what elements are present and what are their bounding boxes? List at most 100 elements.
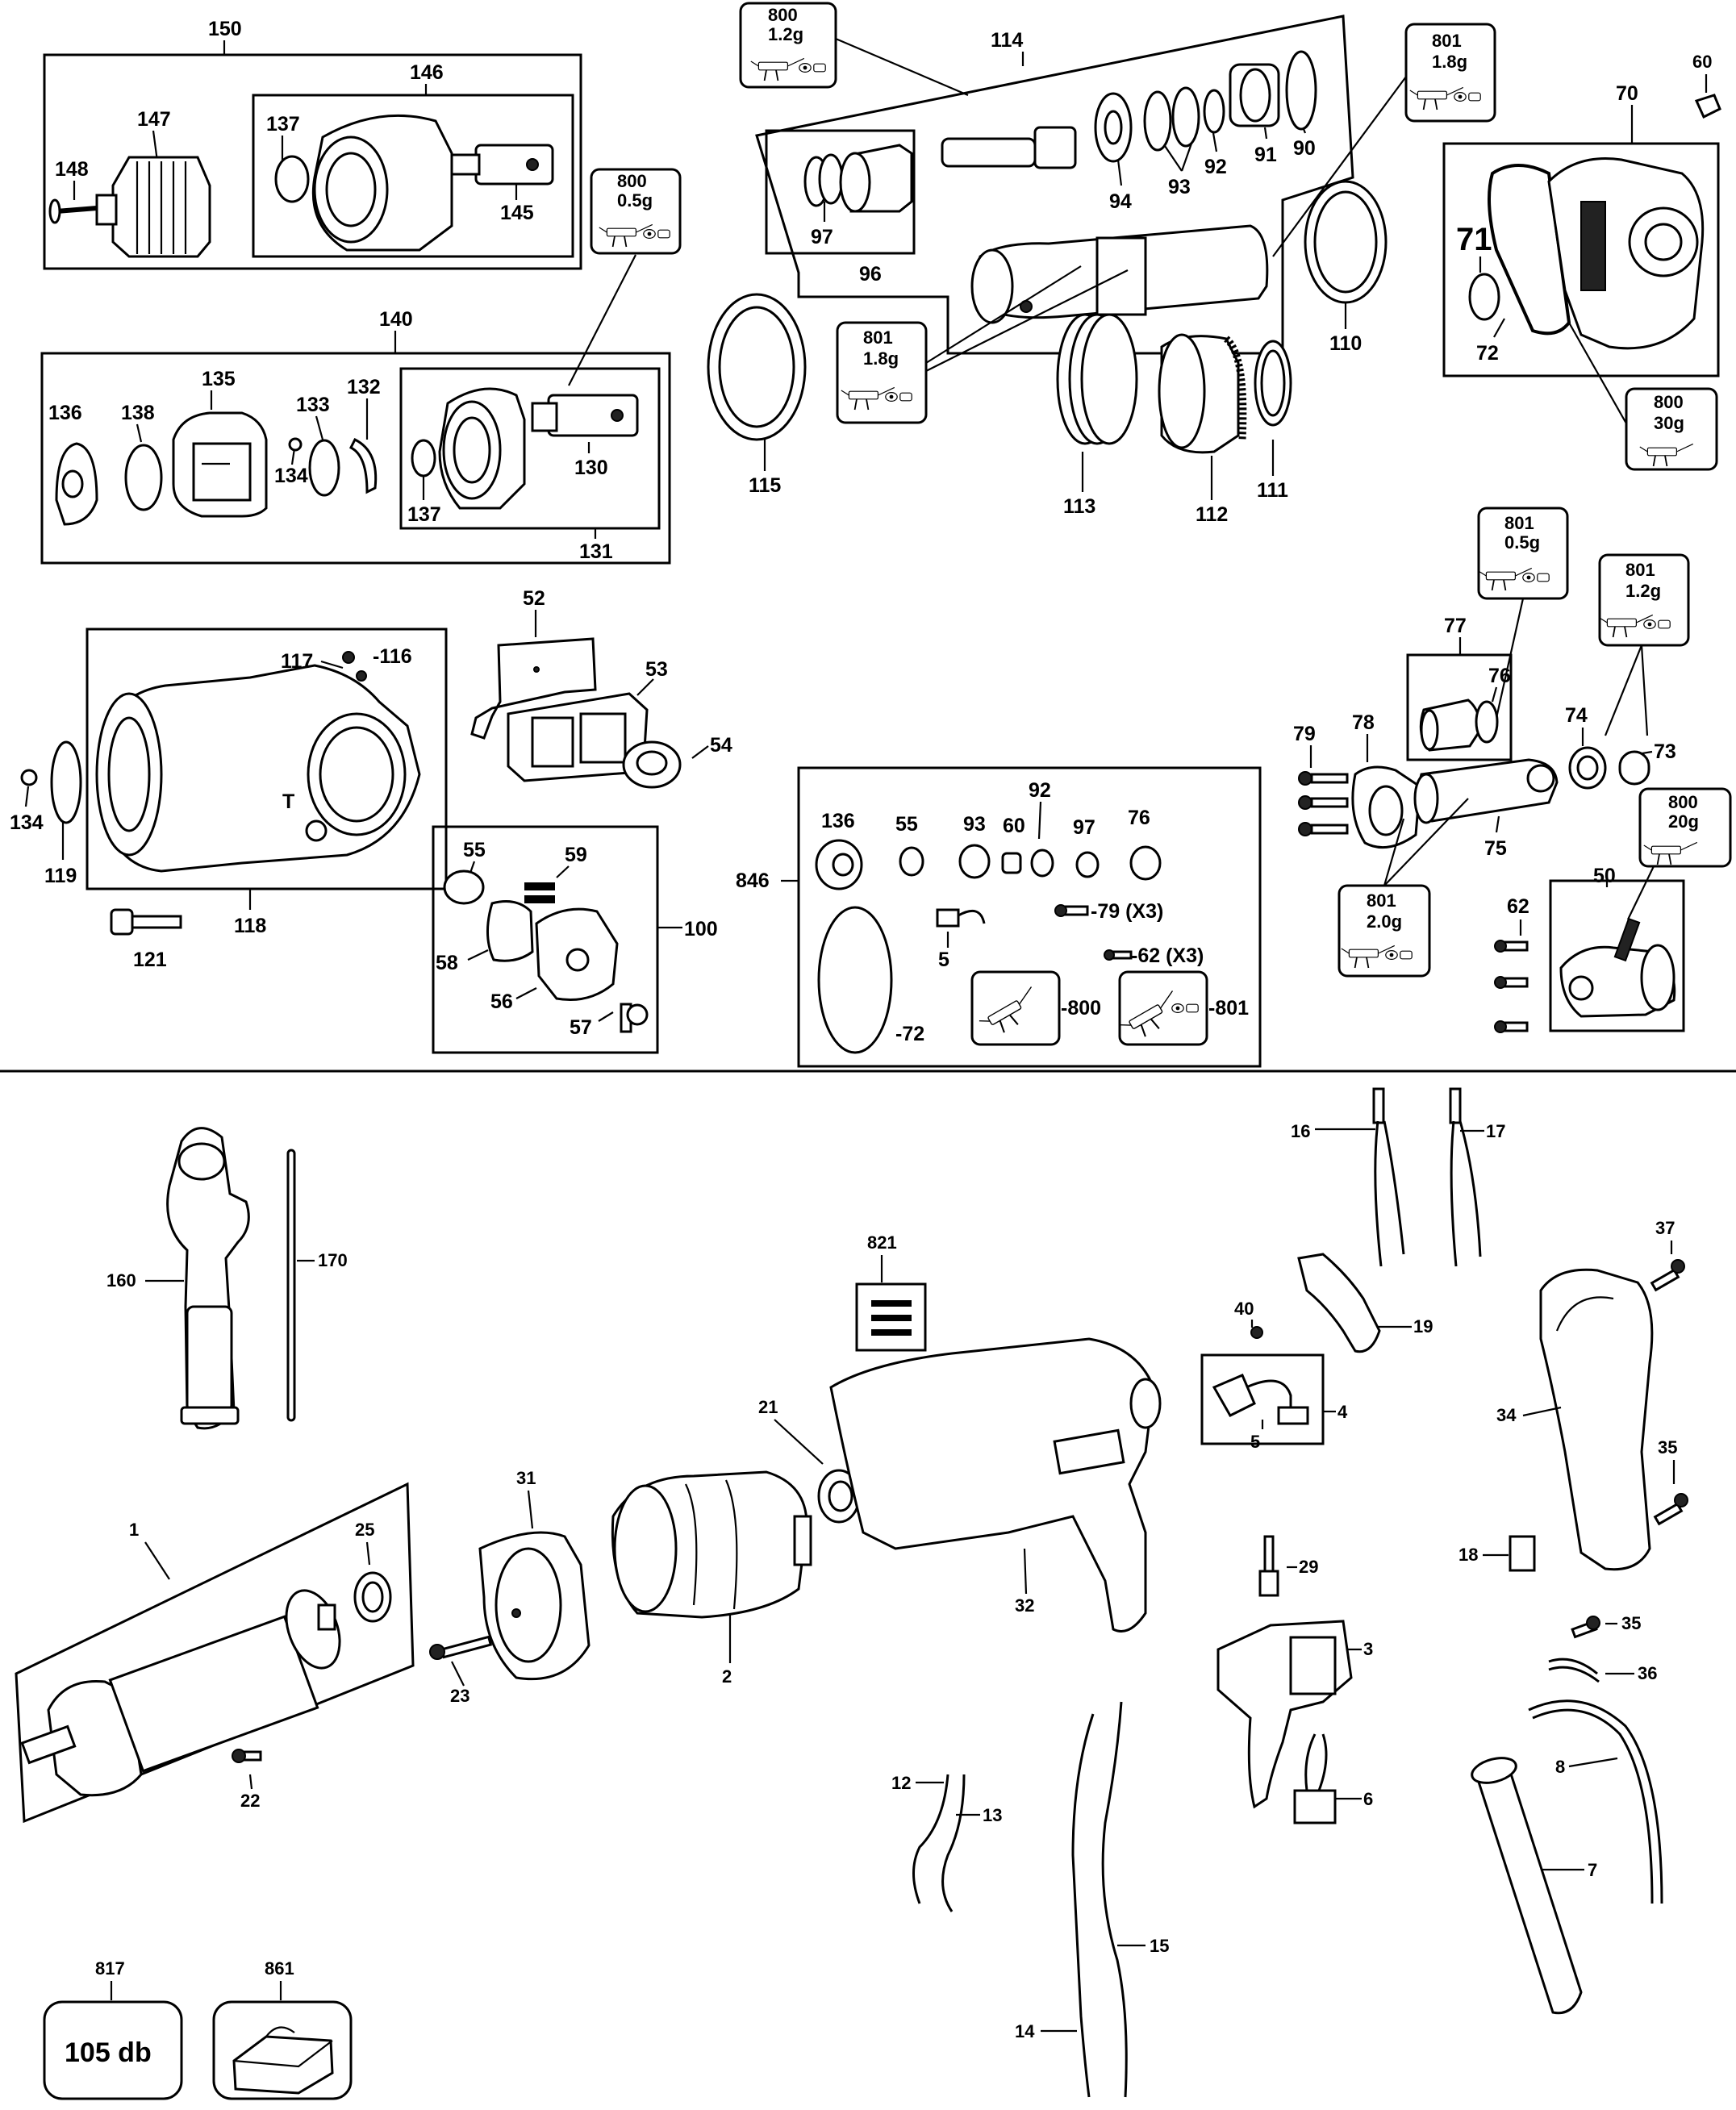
part-97-ring-set (803, 153, 844, 207)
group-96-box (765, 129, 916, 255)
part-1-armature (20, 1589, 341, 1797)
part-label-846: 846 (736, 869, 770, 892)
part-label-21: 21 (758, 1397, 778, 1417)
part-92-o-ring (1203, 89, 1225, 134)
part-label-100: 100 (684, 918, 718, 940)
part-label-160: 160 (106, 1270, 136, 1291)
part-62-kit-screw (1104, 949, 1133, 961)
part-label-134-b: 134 (10, 811, 44, 834)
part-136-kit-nose (815, 839, 863, 890)
part-label-93: 93 (1168, 176, 1191, 198)
group-77-box (1406, 653, 1513, 761)
part-label-114: 114 (991, 29, 1023, 52)
part-label-75: 75 (1484, 837, 1507, 860)
part-36-cord-clamp (1548, 1658, 1600, 1683)
part-55-ring (443, 869, 485, 905)
part-19-brush-holder-bracket (1297, 1253, 1381, 1353)
group-1-armature: 1 25 (15, 1482, 415, 1824)
part-label-3: 3 (1363, 1639, 1373, 1659)
group-70-gear-case: 60 70 71 72 (1442, 52, 1721, 377)
part-label-25: 25 (355, 1520, 374, 1540)
group-150-keyless-chuck: 150 146 147 148 137 145 (43, 18, 582, 270)
part-93-rings (1143, 86, 1200, 152)
grease-801-1-8g-left: 801 1.8g (836, 265, 1129, 424)
grease-quantity: 0.5g (617, 190, 653, 211)
part-130-spindle (531, 394, 639, 437)
grease-800-30g: 800 30g (1568, 322, 1718, 471)
part-55-kit-ring (899, 846, 924, 877)
part-label-71: 71 (1456, 222, 1492, 257)
part-label-5: 5 (938, 949, 949, 971)
part-label-6: 6 (1363, 1789, 1373, 1809)
part-31-fan-baffle (478, 1531, 590, 1681)
part-label-119: 119 (44, 865, 77, 887)
part-18-carbon-brush (1509, 1535, 1536, 1572)
part-label-112: 112 (1196, 503, 1228, 526)
part-137-ring-b (411, 439, 436, 477)
part-label-110: 110 (1329, 332, 1362, 355)
part-label-60: 60 (1692, 52, 1712, 72)
part-110-ring (1304, 180, 1388, 304)
part-label-134: 134 (274, 465, 308, 487)
group-150-box (43, 53, 582, 270)
part-label-22: 22 (240, 1791, 260, 1811)
part-160-side-handle (166, 1127, 250, 1430)
part-32-motor-housing (829, 1337, 1162, 1633)
part-861-carry-case (212, 2000, 353, 2100)
part-label-37: 37 (1655, 1218, 1675, 1238)
group-70-box (1442, 142, 1720, 377)
grease-quantity: 1.2g (1625, 581, 1661, 601)
part-12-13-wires (912, 1774, 966, 1912)
part-79-kit-screw (1054, 904, 1089, 917)
part-label-2: 2 (722, 1666, 732, 1687)
part-label-133: 133 (296, 394, 330, 416)
part-label-800-kit: -800 (1061, 997, 1101, 1020)
part-label-17: 17 (1486, 1121, 1505, 1141)
part-label-31: 31 (516, 1468, 536, 1488)
part-35-screw-b (1571, 1616, 1600, 1639)
part-6-suppressor (1293, 1733, 1337, 1824)
part-22-screw (232, 1749, 262, 1763)
group-100-mode-selector: 55 59 58 56 57 100 (432, 825, 718, 1054)
part-label-15: 15 (1150, 1936, 1169, 1956)
part-40-screw (1250, 1326, 1263, 1339)
group-140-sds-chuck: 140 135 133 132 136 138 134 137 130 131 (40, 308, 671, 565)
part-60-plug (1694, 94, 1721, 119)
part-label-150: 150 (208, 18, 242, 40)
part-59-spring (524, 882, 555, 903)
part-50-gear-assembly (1559, 917, 1676, 1018)
part-label-19: 19 (1413, 1316, 1433, 1336)
part-label-53: 53 (645, 658, 668, 681)
grease-800-1-2g: 800 1.2g (739, 2, 969, 97)
part-label-138: 138 (121, 402, 155, 424)
part-97-kit-ring (1075, 851, 1100, 878)
part-76-o-ring (1475, 700, 1499, 744)
grease-quantity: 2.0g (1367, 911, 1402, 932)
part-147-chuck (95, 156, 211, 258)
part-116-117-screws (342, 651, 367, 682)
part-57-screw (620, 1003, 649, 1033)
part-label-111: 111 (1257, 479, 1288, 502)
part-label-55-b: 55 (895, 813, 918, 836)
part-label-55: 55 (463, 839, 486, 861)
part-label-32: 32 (1015, 1595, 1034, 1616)
part-label-40: 40 (1234, 1299, 1254, 1319)
part-label-73: 73 (1654, 740, 1676, 763)
part-label-74: 74 (1565, 704, 1588, 727)
grease-800-kit (970, 970, 1061, 1046)
grease-quantity: 1.8g (863, 348, 899, 369)
grease-801-1-2g: 801 1.2g (1598, 553, 1690, 736)
part-label-7: 7 (1588, 1860, 1597, 1880)
grease-800-20g: 800 20g (1627, 787, 1732, 920)
part-7-cord-protector (1471, 1757, 1583, 2015)
part-136-nose-cap (55, 442, 98, 526)
part-label-92: 92 (1204, 156, 1227, 178)
part-label-861: 861 (265, 1958, 294, 1979)
group-4-brush-holder-box (1200, 1353, 1325, 1445)
part-label-90: 90 (1293, 137, 1316, 160)
grease-800-0-5g: 800 0.5g (568, 168, 682, 386)
group-146-box (252, 94, 574, 258)
part-111-ring (1254, 340, 1292, 427)
part-95-piston (941, 126, 1077, 169)
part-label-72-b: -72 (895, 1023, 924, 1045)
